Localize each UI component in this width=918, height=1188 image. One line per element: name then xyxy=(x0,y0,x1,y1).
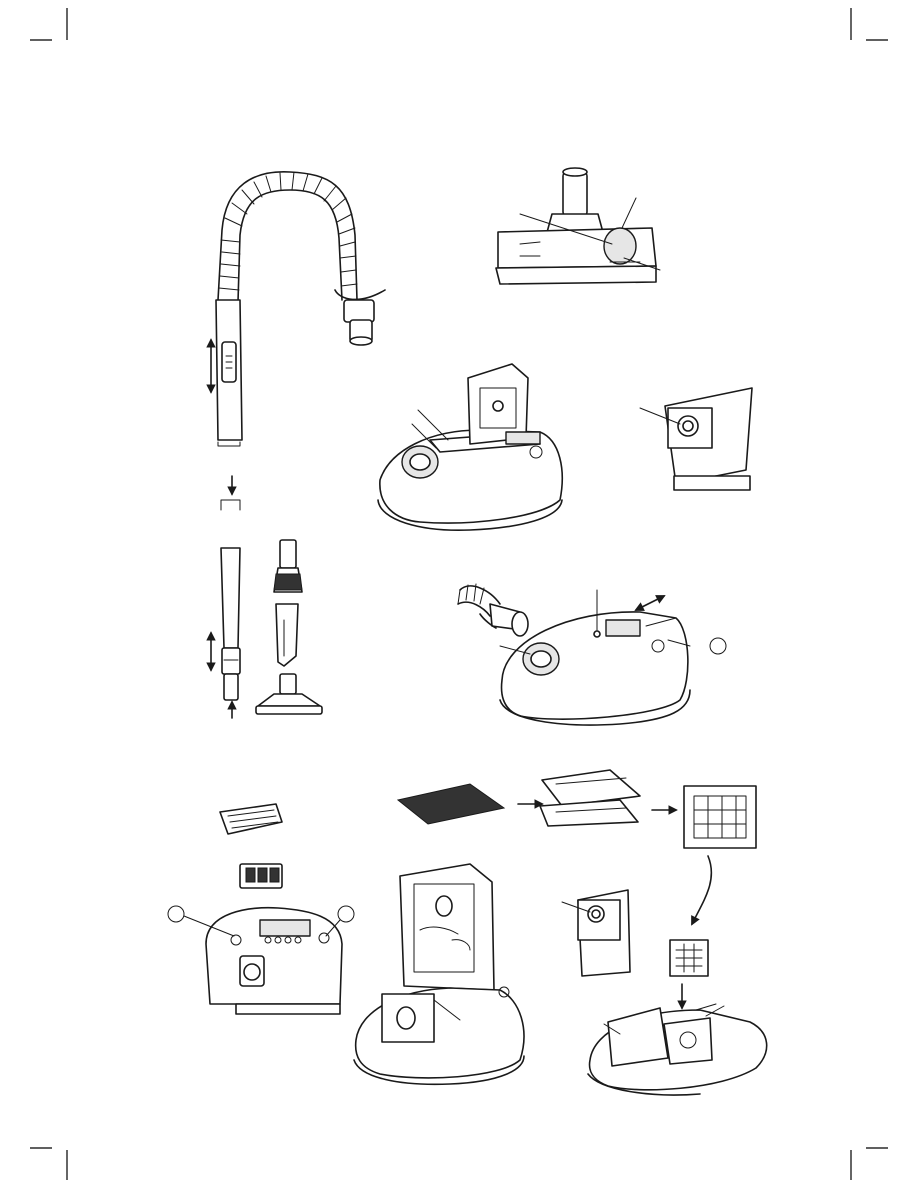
vacuum-bag-icon xyxy=(354,864,524,1084)
nozzle-icon xyxy=(496,168,660,284)
vacuum-open-icon xyxy=(378,364,562,530)
rear-filter-icon xyxy=(168,804,354,1014)
hose-icon xyxy=(211,172,385,446)
vacuum-closed-icon xyxy=(458,584,726,725)
tube-accessories-icon xyxy=(211,476,322,718)
dust-bag-icon xyxy=(640,388,752,490)
bag-insert-icon xyxy=(562,890,767,1095)
